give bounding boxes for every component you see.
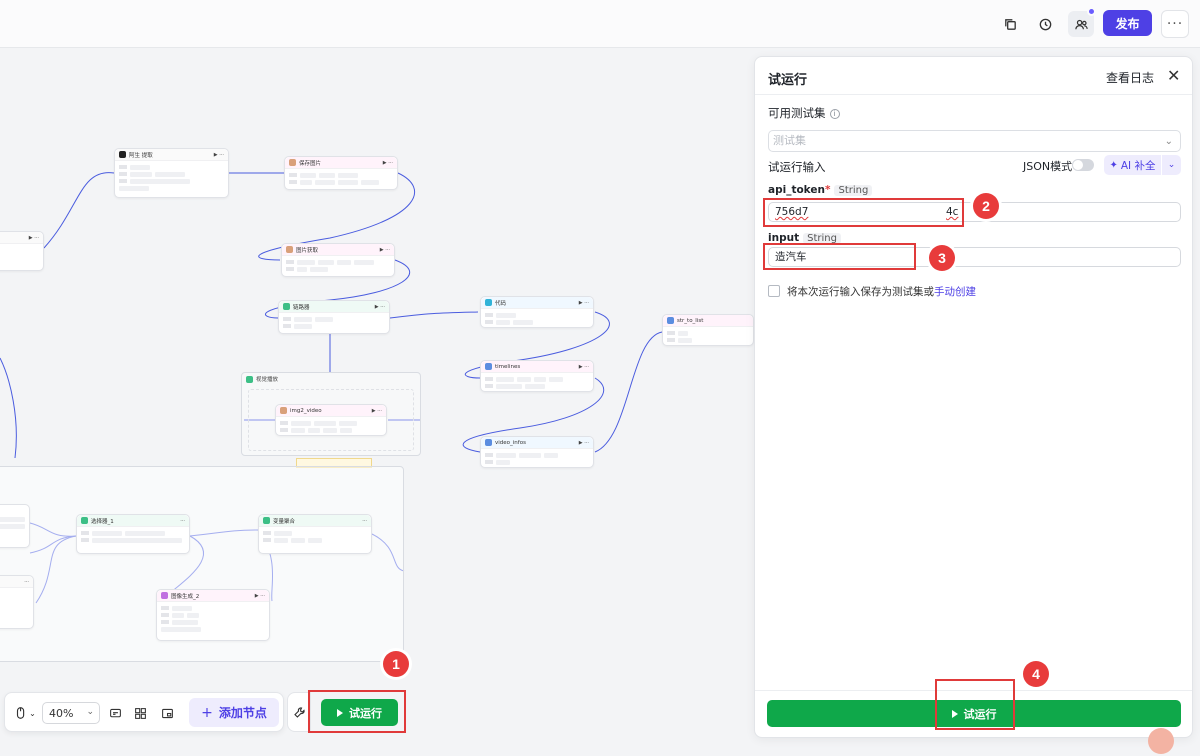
copy-icon[interactable] bbox=[997, 11, 1023, 37]
input-field[interactable]: 造汽车 bbox=[768, 247, 1181, 267]
save-as-testset-label: 将本次运行输入保存为测试集或手动创建 bbox=[787, 286, 976, 298]
comment-icon[interactable] bbox=[105, 703, 125, 723]
workflow-node[interactable]: ··· bbox=[0, 575, 34, 629]
testset-select[interactable]: 测试集⌄ bbox=[768, 130, 1181, 152]
workflow-node[interactable]: img2_video▶ ··· bbox=[275, 404, 387, 436]
run-input-label: 试运行输入 bbox=[768, 160, 826, 174]
top-bar: 发布 ··· bbox=[0, 0, 1200, 48]
save-as-testset-checkbox[interactable] bbox=[768, 285, 780, 297]
workflow-node[interactable]: timelines▶ ··· bbox=[480, 360, 594, 392]
workflow-node[interactable]: str_to_list bbox=[662, 314, 754, 346]
collaborators-icon[interactable] bbox=[1068, 7, 1096, 37]
workflow-node[interactable]: 变量聚合··· bbox=[258, 514, 372, 554]
manual-create-link[interactable]: 手动创建 bbox=[934, 286, 976, 298]
step-marker-3: 3 bbox=[929, 245, 955, 271]
workflow-node[interactable]: 图片获取▶ ··· bbox=[281, 243, 395, 277]
add-node-button[interactable]: + 添加节点 bbox=[189, 698, 279, 727]
workflow-node[interactable]: 代码▶ ··· bbox=[480, 296, 594, 328]
test-run-button[interactable]: 试运行 bbox=[321, 699, 398, 726]
highlight-box-1 bbox=[308, 690, 406, 733]
step-marker-1: 1 bbox=[383, 651, 409, 677]
json-mode-label: JSON模式 bbox=[1023, 160, 1073, 173]
workflow-node[interactable]: 选择器_1··· bbox=[76, 514, 190, 554]
layout-icon[interactable] bbox=[130, 703, 150, 723]
highlight-box-2 bbox=[763, 198, 964, 227]
workflow-node[interactable]: 保存图片▶ ··· bbox=[284, 156, 398, 190]
assistant-avatar[interactable] bbox=[1148, 728, 1174, 754]
ai-fill-button[interactable]: ✦AI 补全 bbox=[1104, 155, 1161, 175]
type-tag: String bbox=[834, 185, 873, 196]
mouse-mode-icon[interactable]: ⌄ bbox=[13, 703, 37, 723]
api-token-field-label: api_token*String bbox=[768, 184, 873, 196]
plus-icon: + bbox=[201, 704, 213, 721]
close-icon[interactable]: ✕ bbox=[1167, 66, 1181, 85]
canvas-toolbar: ⌄ 40%⌄ + 添加节点 bbox=[4, 692, 284, 732]
highlight-box-4 bbox=[935, 679, 1015, 730]
workflow-node[interactable]: 链路器▶ ··· bbox=[278, 300, 390, 334]
history-icon[interactable] bbox=[1032, 11, 1058, 37]
sparkle-icon: ✦ bbox=[1109, 159, 1118, 171]
play-icon bbox=[951, 709, 958, 718]
divider bbox=[755, 94, 1192, 95]
workflow-node[interactable]: 阿生 提取▶ ··· bbox=[114, 148, 229, 198]
more-options-button[interactable]: ··· bbox=[1161, 10, 1189, 38]
ai-fill-dropdown[interactable]: ⌄ bbox=[1162, 155, 1181, 175]
highlight-box-3 bbox=[763, 243, 916, 270]
view-logs-link[interactable]: 查看日志 bbox=[1106, 71, 1155, 85]
info-icon[interactable]: i bbox=[829, 108, 840, 119]
workflow-node[interactable]: video_infos▶ ··· bbox=[480, 436, 594, 468]
workflow-node[interactable]: 图像生成_2▶ ··· bbox=[156, 589, 270, 641]
group-title: 视觉播放 bbox=[256, 377, 279, 383]
panel-title: 试运行 bbox=[768, 73, 808, 88]
notification-badge bbox=[1087, 7, 1096, 16]
step-marker-2: 2 bbox=[973, 193, 999, 219]
minimap-icon[interactable] bbox=[157, 703, 177, 723]
type-tag: String bbox=[803, 233, 841, 244]
workflow-node[interactable] bbox=[0, 504, 30, 548]
divider bbox=[755, 690, 1192, 691]
panel-test-run-button[interactable]: 试运行 bbox=[767, 700, 1181, 727]
step-marker-4: 4 bbox=[1023, 661, 1049, 687]
workflow-node[interactable]: ▶ ··· bbox=[0, 231, 44, 271]
json-mode-toggle[interactable] bbox=[1072, 159, 1094, 171]
play-icon bbox=[337, 708, 343, 717]
debug-wrench-icon[interactable] bbox=[287, 692, 311, 732]
chevron-down-icon: ⌄ bbox=[1164, 136, 1173, 147]
zoom-select[interactable]: 40%⌄ bbox=[42, 702, 100, 724]
publish-button[interactable]: 发布 bbox=[1103, 10, 1152, 36]
